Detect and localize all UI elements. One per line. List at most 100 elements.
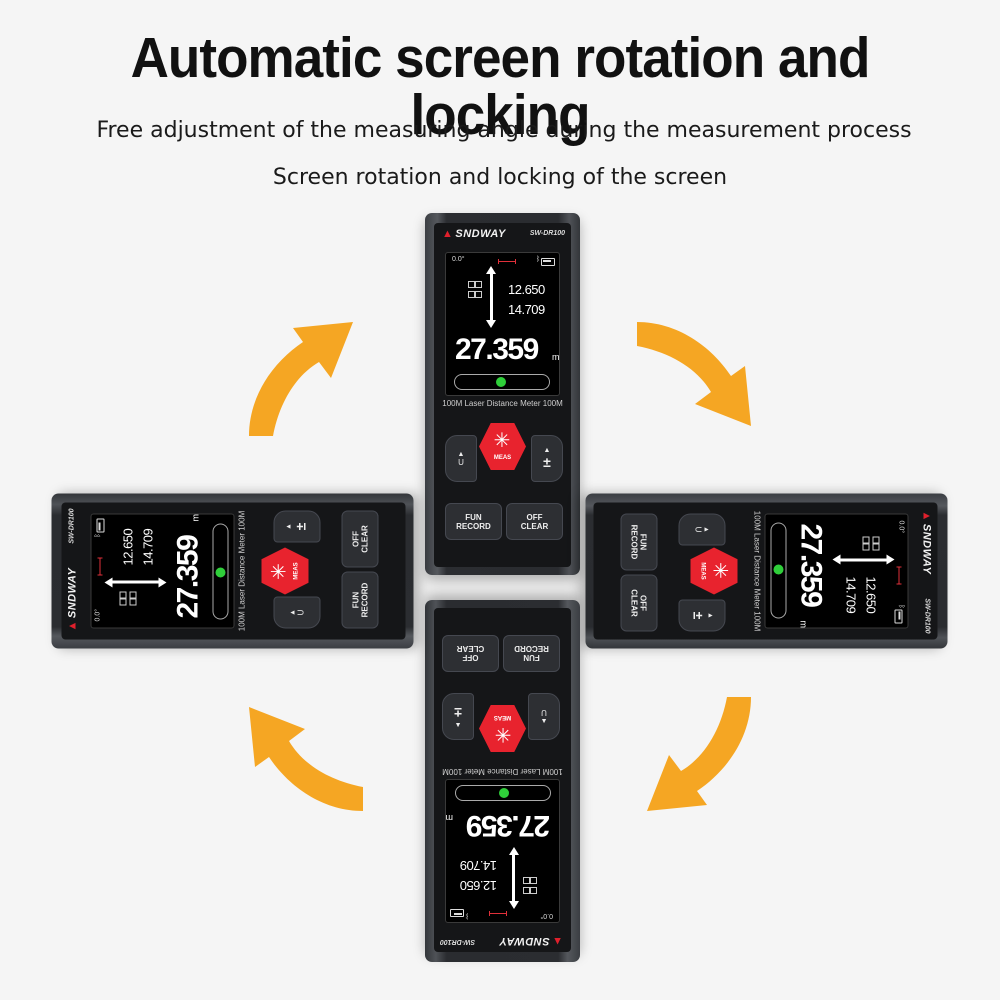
status-bar: 0.0° ᛒ xyxy=(446,907,559,919)
mode-button[interactable]: ▲ U xyxy=(445,435,477,482)
rotate-arrow-icon xyxy=(245,318,380,453)
mode-button[interactable]: ▲ U xyxy=(678,513,726,546)
mode-button[interactable]: ▲ U xyxy=(273,596,321,629)
off-label: OFF xyxy=(526,512,543,522)
fun-label: FUN xyxy=(523,653,540,663)
mode-button[interactable]: ▲ U xyxy=(528,693,560,740)
unit-label: m xyxy=(552,352,560,362)
main-reading: 27.359 xyxy=(171,535,205,619)
laser-icon xyxy=(489,913,507,914)
angle-readout: 0.0° xyxy=(540,912,553,919)
brand-mark-icon: ▲ xyxy=(920,510,933,522)
triangle-up-icon: ▲ xyxy=(543,447,551,454)
device-rotated-left: ▲SNDWAY SW-DR100 0.0° ᛒ 12.650 14.709 27… xyxy=(51,493,414,649)
off-clear-button[interactable]: OFF CLEAR xyxy=(506,503,563,540)
status-dot xyxy=(496,377,506,387)
meas-label: MEAS xyxy=(493,455,512,461)
unit-label: m xyxy=(798,620,809,629)
brand-logo: ▲SNDWAY xyxy=(442,228,506,240)
fun-record-button[interactable]: FUN RECORD xyxy=(445,503,502,540)
meas-button[interactable]: ✳ MEAS xyxy=(479,705,526,752)
triangle-up-icon: ▲ xyxy=(706,612,714,619)
battery-icon xyxy=(450,909,464,917)
status-bar: 0.0° ᛒ xyxy=(893,515,905,628)
lcd-screen: 0.0° ᛒ 12.650 14.709 27.359 m xyxy=(764,513,909,629)
status-bar: 0.0° ᛒ xyxy=(446,256,559,268)
status-bar: 0.0° ᛒ xyxy=(95,515,107,628)
device-body: ▲SNDWAY SW-DR100 0.0° ᛒ 12.650 14.709 27… xyxy=(585,493,948,649)
angle-readout: 0.0° xyxy=(94,608,102,622)
plus-minus-button[interactable]: ▲ ± xyxy=(442,693,474,740)
plus-minus-label: ± xyxy=(543,454,551,470)
plus-minus-button[interactable]: ▲ ± xyxy=(531,435,563,482)
unit-label: m xyxy=(445,813,454,823)
mode-button-label: U xyxy=(296,609,305,616)
off-label: OFF xyxy=(639,595,648,611)
device-rotated-right: ▲SNDWAY SW-DR100 0.0° ᛒ 12.650 14.709 27… xyxy=(585,493,948,649)
laser-icon xyxy=(99,557,101,576)
battery-icon xyxy=(96,518,105,533)
meas-label: MEAS xyxy=(293,562,300,580)
off-clear-button[interactable]: OFF CLEAR xyxy=(442,635,499,672)
status-dot xyxy=(773,564,784,575)
mode-button-label: U xyxy=(541,708,547,718)
brand-name: SNDWAY xyxy=(920,523,933,575)
fun-record-button[interactable]: FUN RECORD xyxy=(620,513,658,571)
meas-button[interactable]: ✳ MEAS xyxy=(691,548,738,595)
reading-2: 14.709 xyxy=(140,528,156,566)
meas-button[interactable]: ✳ MEAS xyxy=(479,423,526,470)
distance-arrow-icon xyxy=(512,853,515,903)
off-clear-button[interactable]: OFF CLEAR xyxy=(620,574,658,632)
plus-minus-label: ± xyxy=(690,611,707,620)
level-bubble xyxy=(212,523,229,620)
distance-arrow-icon xyxy=(838,558,889,562)
mode-icon xyxy=(116,591,148,606)
brand-name: SNDWAY xyxy=(499,935,550,947)
triangle-up-icon: ▲ xyxy=(457,450,465,458)
device-face: ▲SNDWAY SW-DR100 0.0° ᛒ 12.650 14.709 27… xyxy=(593,502,938,640)
battery-icon xyxy=(894,609,903,624)
off-clear-button[interactable]: OFF CLEAR xyxy=(341,510,379,568)
brand-name: SNDWAY xyxy=(66,567,79,619)
fun-label: FUN xyxy=(351,591,360,609)
lcd-screen: 0.0° ᛒ 12.650 14.709 27.359 m xyxy=(445,252,560,396)
record-label: RECORD xyxy=(514,644,549,654)
mode-button-label: U xyxy=(694,526,703,533)
bluetooth-icon: ᛒ xyxy=(897,604,905,609)
plus-minus-button[interactable]: ▲ ± xyxy=(273,510,321,543)
clear-label: CLEAR xyxy=(456,644,485,654)
rotate-arrow-icon xyxy=(620,680,755,815)
device-face: ▲SNDWAY SW-DR100 0.0° ᛒ 12.650 14.709 27… xyxy=(61,502,406,640)
fun-record-button[interactable]: FUN RECORD xyxy=(503,635,560,672)
brand-mark-icon: ▲ xyxy=(442,228,454,240)
reading-1: 12.650 xyxy=(460,878,497,893)
meas-button[interactable]: ✳ MEAS xyxy=(262,548,309,595)
triangle-up-icon: ▲ xyxy=(703,526,710,533)
page-title: Automatic screen rotation and locking xyxy=(130,26,871,147)
plus-minus-label: ± xyxy=(454,705,462,721)
laser-icon xyxy=(898,566,900,585)
fun-record-button[interactable]: FUN RECORD xyxy=(341,571,379,629)
laser-icon xyxy=(498,259,516,264)
distance-arrow-icon xyxy=(110,580,161,584)
status-dot xyxy=(499,788,509,798)
device-body: ▲SNDWAY SW-DR100 0.0° ᛒ 12.650 14.709 27… xyxy=(425,600,580,962)
plus-minus-button[interactable]: ▲ ± xyxy=(678,599,726,632)
device-legend: 100M Laser Distance Meter 100M xyxy=(442,399,563,408)
brand-logo: ▲SNDWAY xyxy=(499,935,563,947)
fun-label: FUN xyxy=(639,533,648,551)
triangle-up-icon: ▲ xyxy=(540,717,548,725)
reading-1: 12.650 xyxy=(120,528,136,566)
distance-arrow-icon xyxy=(486,266,496,328)
meas-label: MEAS xyxy=(493,714,512,720)
brand-logo: ▲SNDWAY xyxy=(67,568,79,632)
unit-label: m xyxy=(190,514,201,522)
record-label: RECORD xyxy=(456,521,491,531)
angle-readout: 0.0° xyxy=(452,256,465,263)
model-label: SW-DR100 xyxy=(440,938,476,945)
triangle-up-icon: ▲ xyxy=(285,523,293,530)
device-face: ▲SNDWAY SW-DR100 0.0° ᛒ 12.650 14.709 27… xyxy=(434,608,571,952)
main-reading: 27.359 xyxy=(455,333,539,366)
bluetooth-icon: ᛒ xyxy=(94,533,102,538)
lcd-screen: 0.0° ᛒ 12.650 14.709 27.359 m xyxy=(90,513,235,629)
